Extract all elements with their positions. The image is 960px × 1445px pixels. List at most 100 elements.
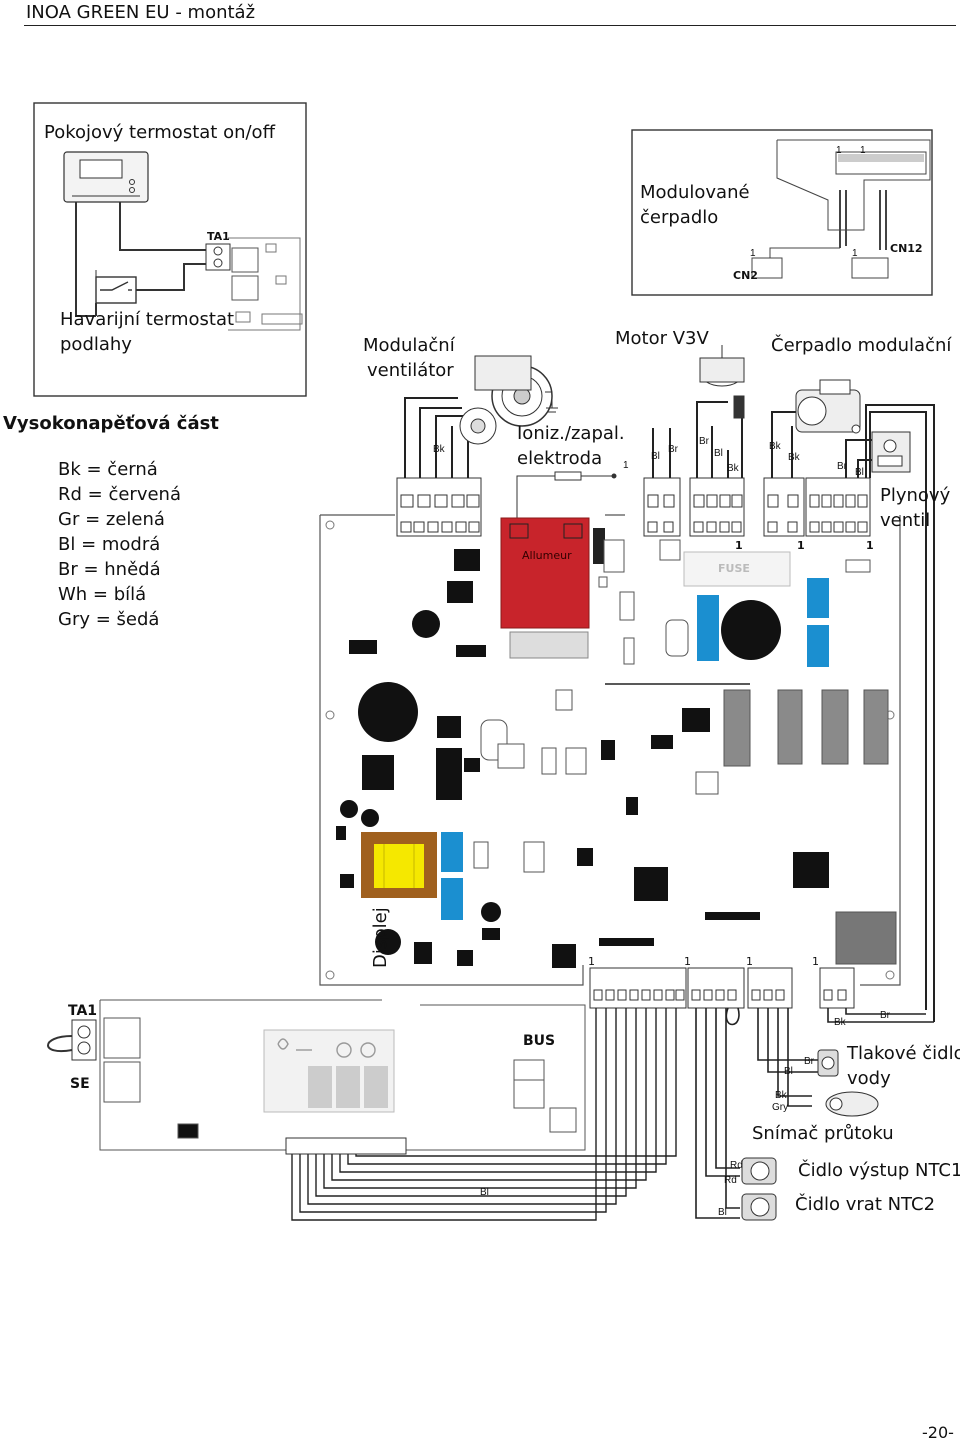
misc-outlined-parts — [473, 539, 719, 873]
legend-item: Gry = šedá — [58, 609, 160, 630]
fuse-label: FUSE — [718, 562, 750, 575]
legend-item: Gr = zelená — [58, 509, 165, 530]
legend-item: Rd = červená — [58, 484, 181, 505]
pin-1-marker: 1 — [588, 955, 595, 968]
connector-pins — [593, 989, 847, 1001]
room-thermostat-frame — [33, 102, 307, 397]
modulated-pump-label-2: čerpadlo — [640, 207, 719, 228]
room-thermostat-label: Pokojový termostat on/off — [44, 122, 275, 143]
modulated-pump-label-1: Modulované — [640, 182, 750, 203]
high-voltage-title: Vysokonapěťová část — [3, 413, 219, 434]
color-legend: Bk = černá Rd = červená Gr = zelená Bl =… — [58, 457, 181, 632]
wire-tag-br: Br — [699, 436, 709, 447]
sensor-icons — [741, 1049, 879, 1221]
small-ics — [456, 645, 500, 940]
display-icons-row — [277, 1038, 376, 1058]
floor-thermostat-label-2: podlahy — [60, 334, 132, 355]
fan-wires — [404, 397, 470, 478]
wire-tag-br: Br — [837, 461, 847, 472]
page-number: -20- — [922, 1423, 954, 1442]
gas-valve-label-1: Plynový — [880, 485, 951, 506]
large-components — [336, 549, 829, 968]
flow-sensor-label: Snímač průtoku — [752, 1123, 894, 1144]
ntc1-label: Čidlo výstup NTC1 — [798, 1160, 960, 1181]
thermostat-board-fragment — [205, 237, 303, 331]
wire-tag-gry: Gry — [772, 1102, 789, 1113]
blue-capacitors — [441, 578, 829, 920]
pin-1-marker: 1 — [735, 539, 743, 552]
main-board-outline — [319, 514, 901, 986]
ntc2-label: Čidlo vrat NTC2 — [795, 1194, 936, 1215]
thermostat-device-icon — [63, 151, 149, 203]
wire-tag-bk: Bk — [769, 441, 781, 452]
legend-item: Bl = modrá — [58, 534, 161, 555]
electrode-label-2: elektroda — [517, 448, 603, 469]
pump-modulating-label: Čerpadlo modulační — [771, 335, 952, 356]
wire-tag-rd: Rd — [730, 1160, 743, 1171]
display-ta1-connector — [47, 1019, 97, 1061]
header-rule — [24, 25, 956, 26]
cn2-label: CN2 — [733, 269, 758, 282]
motor-v3v-label: Motor V3V — [615, 328, 709, 349]
cn12-label: CN12 — [890, 242, 923, 255]
wire-tag-bl: Bl — [855, 467, 864, 478]
wire-tag-br: Br — [880, 1010, 890, 1021]
electrode-label-1: Ioniz./zapal. — [517, 423, 625, 444]
pin-1-marker: 1 — [866, 539, 874, 552]
floor-thermostat-label-1: Havarijní termostat — [60, 309, 235, 330]
pump-connector-block — [763, 477, 871, 537]
gas-valve-label-2: ventil — [880, 510, 931, 531]
wire-tag-br: Br — [668, 444, 678, 455]
ta1-small-label: TA1 — [207, 230, 230, 243]
pressure-sensor-label-2: vody — [847, 1068, 891, 1089]
pin-1-marker: 1 — [746, 955, 753, 968]
wire-tag-bl: Bl — [480, 1187, 489, 1198]
jumper-loop — [725, 1007, 740, 1026]
pin-1-marker: 1 — [684, 955, 691, 968]
pump-connector-detail — [751, 139, 931, 279]
igniter-block — [500, 517, 590, 629]
wire-tag-bk: Bk — [433, 444, 445, 455]
modulating-fan-label-1: Modulační — [363, 335, 455, 356]
wire-tag-bk: Bk — [834, 1017, 846, 1028]
legend-item: Br = hnědá — [58, 559, 161, 580]
pressure-sensor-label-1: Tlakové čidlo — [847, 1043, 960, 1064]
legend-item: Wh = bílá — [58, 584, 147, 605]
wire-tag-br: Br — [804, 1056, 814, 1067]
se-label: SE — [70, 1076, 90, 1092]
display-ribbon-wires — [291, 1008, 677, 1221]
wire-tag-bk: Bk — [727, 463, 739, 474]
transformer — [361, 832, 437, 898]
wire-tag-bl: Bl — [651, 451, 660, 462]
bus-label: BUS — [523, 1033, 556, 1049]
wire-tag-rd: Rd — [724, 1175, 737, 1186]
pin-1-marker: 1 — [860, 145, 866, 156]
pump-icon — [795, 379, 861, 434]
bottom-connector-blocks — [589, 967, 855, 1009]
pin-1-marker: 1 — [836, 145, 842, 156]
pin-1-marker: 1 — [797, 539, 805, 552]
modulating-fan-icon — [459, 355, 558, 445]
grey-relays — [723, 689, 897, 965]
wire-tag-bl: Bl — [784, 1066, 793, 1077]
allumeur-label: Allumeur — [522, 549, 572, 562]
modulated-pump-frame — [631, 129, 933, 296]
wire-tag-bl: Bl — [714, 448, 723, 459]
fan-connector-block — [396, 477, 482, 537]
pump-wires — [771, 404, 935, 1022]
wire-tag-bl: Bl — [718, 1207, 727, 1218]
page-header-title: INOA GREEN EU - montáž — [26, 2, 256, 23]
electrode-icon — [516, 471, 617, 518]
legend-item: Bk = černá — [58, 459, 158, 480]
modulating-fan-label-2: ventilátor — [367, 360, 454, 381]
pin-1-marker: 1 — [852, 248, 858, 259]
fuse-block — [683, 551, 791, 587]
v3v-wires — [652, 401, 743, 478]
v3v-connector-block — [643, 477, 745, 537]
display-label: Displej — [370, 907, 391, 968]
wire-tag-bk: Bk — [788, 452, 800, 463]
display-segments — [308, 1066, 388, 1108]
motor-v3v-icon — [699, 345, 745, 419]
pin-1-marker: 1 — [750, 248, 756, 259]
